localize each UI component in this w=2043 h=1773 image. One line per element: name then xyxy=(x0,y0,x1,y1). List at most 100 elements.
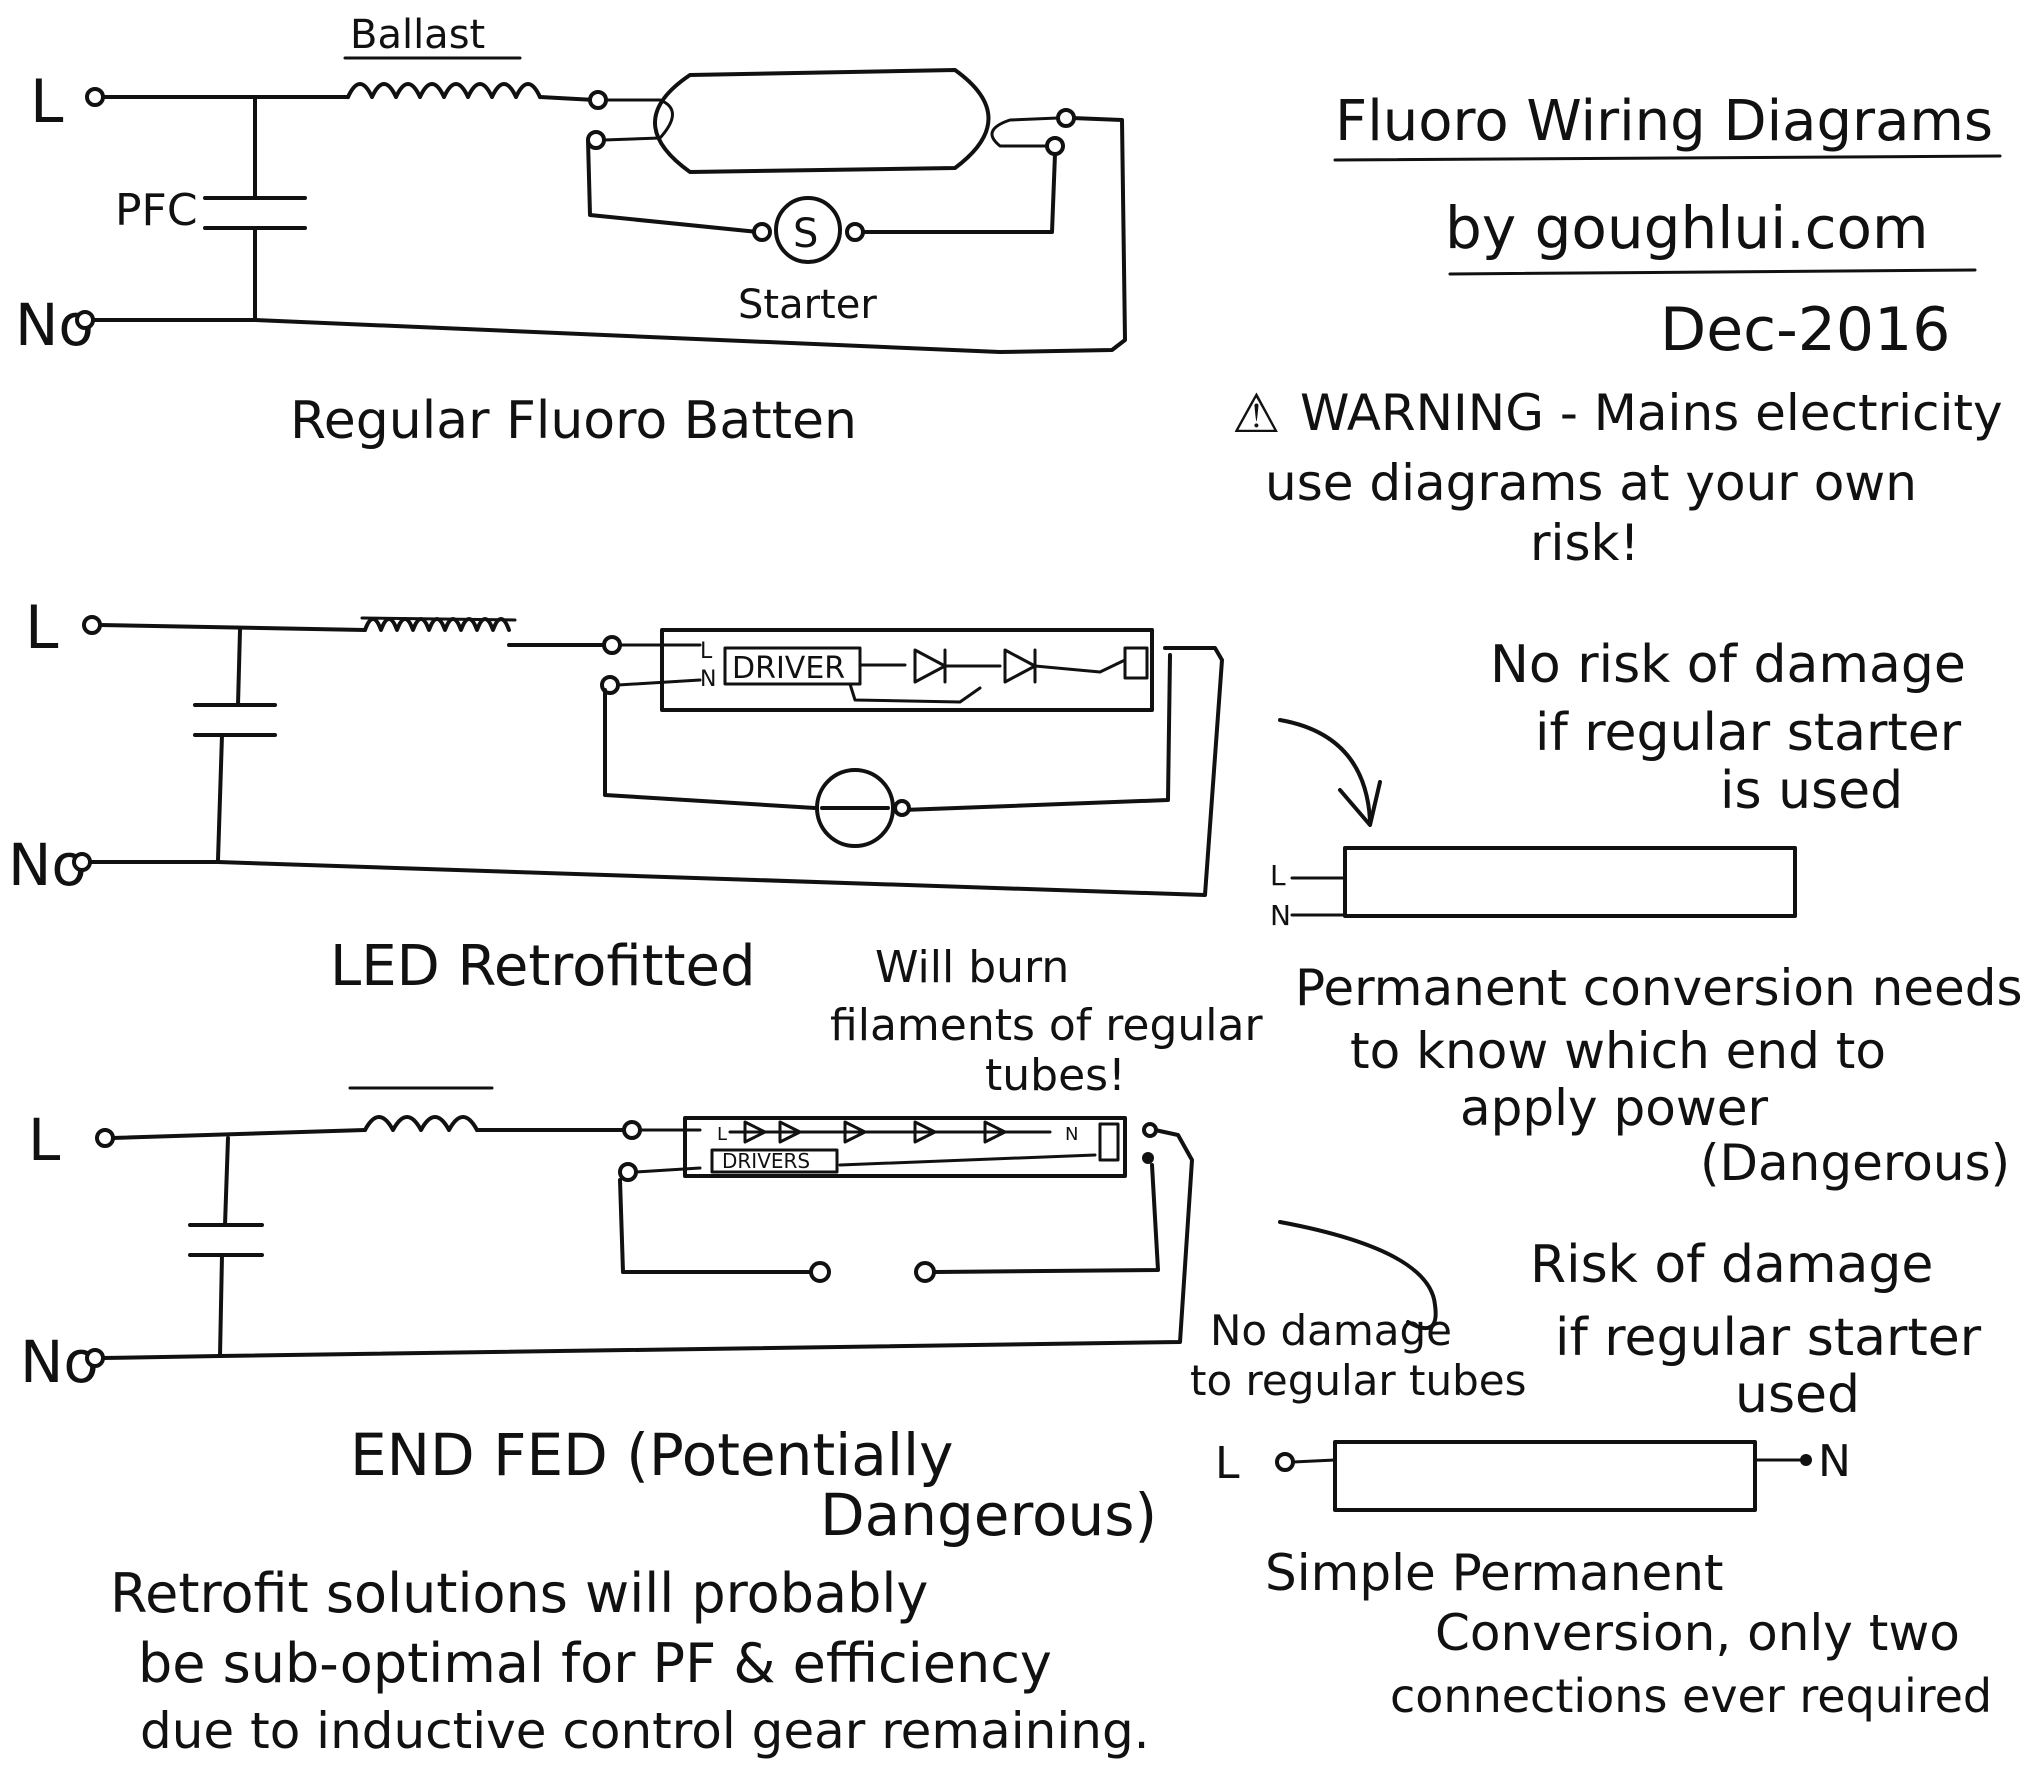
tube1-filament-right xyxy=(990,116,1060,148)
terminal-neutral xyxy=(72,852,92,872)
driver-label: DRIVER xyxy=(732,651,845,686)
led-return-wire xyxy=(1033,658,1127,674)
simple-note-line2: Conversion, only two xyxy=(1435,1604,1960,1662)
diagram3-caption-line2: Dangerous) xyxy=(820,1481,1157,1549)
tube3-pin-right xyxy=(1142,1152,1154,1164)
filament-note-line2: filaments of regular xyxy=(830,1000,1263,1051)
terminal-live xyxy=(82,615,102,635)
diagram2-caption: LED Retrofitted xyxy=(330,934,756,999)
led-tube-body xyxy=(660,628,1154,712)
risk-note-line1: Risk of damage xyxy=(1530,1235,1933,1295)
simple-note-line3: connections ever required xyxy=(1390,1669,1992,1723)
tube1-filament-left xyxy=(602,98,674,142)
ballast-coil-icon xyxy=(346,82,542,99)
simple-tube-lead-l xyxy=(1291,1458,1337,1464)
terminal-live xyxy=(85,87,105,107)
permanent-note-line3: apply power xyxy=(1460,1079,1768,1137)
capacitor-wire-bottom xyxy=(218,1253,224,1358)
led-tube-body xyxy=(683,1116,1127,1178)
led-diode-icon xyxy=(1003,648,1037,684)
starter-symbol: S xyxy=(793,211,818,257)
driver-label: DRIVERS xyxy=(722,1149,810,1173)
footer-line3: due to inductive control gear remaining. xyxy=(140,1702,1150,1760)
open-contact-left xyxy=(809,1261,831,1283)
driver-return-wire xyxy=(838,1153,1097,1167)
arrow-head-icon xyxy=(1338,780,1382,827)
capacitor-wire-top xyxy=(223,1136,230,1227)
terminal-neutral xyxy=(75,310,95,330)
tube3-lead-n xyxy=(634,1166,702,1174)
small-led-tube-body xyxy=(1343,846,1797,918)
risk-note-line2: if regular starter xyxy=(1555,1308,1982,1368)
pfc-label: PFC xyxy=(115,185,198,236)
no-damage-note-line2: to regular tubes xyxy=(1190,1356,1526,1405)
ballast-coil-icon xyxy=(363,1115,479,1132)
filament-note-line1: Will burn xyxy=(875,942,1069,993)
starter-icon xyxy=(774,196,842,264)
ballast-to-tube-wire xyxy=(538,95,597,102)
warning-triangle-icon: ⚠ xyxy=(1232,382,1280,445)
starter-wire-left xyxy=(603,688,817,810)
tube2-lead-n xyxy=(616,678,702,687)
title-line2: by goughlui.com xyxy=(1445,194,1929,262)
neutral-return-wire xyxy=(88,646,1224,897)
open-contact-right xyxy=(914,1261,936,1283)
capacitor-wire-bottom xyxy=(216,733,224,862)
driver-box xyxy=(710,1148,839,1174)
tube2-n-label: N xyxy=(700,667,716,692)
terminal-neutral xyxy=(85,1348,105,1368)
diagram-regular-batten: L No Ballast PFC S Start xyxy=(15,12,1127,451)
permanent-note-line1: Permanent conversion needs xyxy=(1295,959,2023,1017)
warning-line3: risk! xyxy=(1530,514,1640,572)
starter-wire-right xyxy=(856,152,1057,234)
tube2-l-label: L xyxy=(700,639,713,664)
title-underline-2 xyxy=(1448,268,1977,276)
starter-pin-right xyxy=(893,799,911,817)
no-risk-note-line2: if regular starter xyxy=(1535,703,1962,763)
starter-wire-right xyxy=(901,653,1172,812)
no-risk-note-line1: No risk of damage xyxy=(1490,635,1966,695)
diagram3-caption-line1: END FED (Potentially xyxy=(350,1421,953,1489)
starter-pin-right xyxy=(845,222,865,242)
tube3-pin-live xyxy=(622,1120,642,1140)
starter-pin-left xyxy=(752,222,772,242)
fluoro-tube-icon xyxy=(653,68,991,174)
footer-line1: Retrofit solutions will probably xyxy=(110,1562,928,1625)
permanent-note-line4: (Dangerous) xyxy=(1700,1134,2010,1192)
starter-label: Starter xyxy=(738,282,877,328)
warning-line1: WARNING - Mains electricity xyxy=(1300,384,2003,442)
live-wire xyxy=(111,1128,367,1140)
neutral-return-wire xyxy=(101,1128,1194,1360)
led-diode-icon xyxy=(913,648,947,684)
tube1-pin-neutral xyxy=(1056,108,1076,128)
ballast-overline xyxy=(360,616,517,622)
title-block: Fluoro Wiring Diagrams by goughlui.com D… xyxy=(1333,89,2002,365)
diagram1-caption: Regular Fluoro Batten xyxy=(290,391,857,451)
filament-note-line3: tubes! xyxy=(985,1050,1126,1101)
tube1-pin-starter-right xyxy=(1045,136,1065,156)
tube3-pin-neutral xyxy=(1142,1122,1158,1138)
driver-return-wire xyxy=(848,682,982,704)
small-tube-l-label: L xyxy=(1270,859,1286,892)
footer-note: Retrofit solutions will probably be sub-… xyxy=(110,1562,1150,1760)
simple-note-line1: Simple Permanent xyxy=(1265,1544,1724,1602)
terminal-neutral-label: No xyxy=(20,1328,99,1396)
warning-block: ⚠ WARNING - Mains electricity use diagra… xyxy=(1232,382,2003,572)
tube3-end-cap xyxy=(1098,1122,1120,1162)
tube2-end-cap xyxy=(1123,646,1149,680)
curved-arrow-icon xyxy=(1278,718,1372,822)
tube2-pin-live xyxy=(602,635,622,655)
diagram-led-retrofit: L No L N DRIVER xyxy=(8,593,2023,1192)
title-underline xyxy=(1333,154,2002,162)
terminal-live-label: L xyxy=(25,593,59,663)
tube3-n-label: N xyxy=(1065,1124,1078,1145)
risk-note-line3: used xyxy=(1735,1365,1860,1425)
footer-line2: be sub-optimal for PF & efficiency xyxy=(138,1632,1052,1695)
curved-arrow-icon xyxy=(1278,1220,1438,1331)
simple-tube-n-label: N xyxy=(1818,1436,1851,1487)
terminal-live xyxy=(95,1128,115,1148)
neutral-return-wire xyxy=(91,116,1127,354)
no-risk-note-line3: is used xyxy=(1720,761,1903,821)
